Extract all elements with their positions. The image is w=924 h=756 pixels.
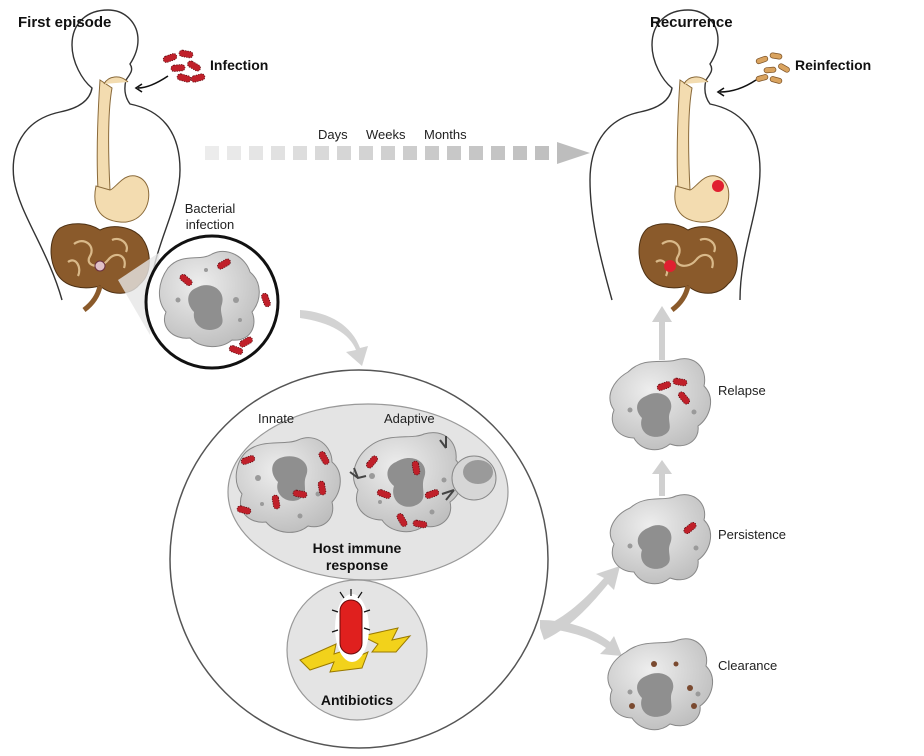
first-episode-heading: First episode	[18, 14, 111, 31]
adaptive-label: Adaptive	[384, 411, 435, 426]
adaptive-cell	[349, 432, 497, 533]
timeline-weeks: Weeks	[366, 127, 406, 142]
timeline-arrow	[205, 142, 590, 164]
persistence-to-relapse-arrow	[652, 460, 672, 496]
innate-label: Innate	[258, 411, 294, 426]
reinfection-bacteria-cluster	[755, 52, 791, 85]
timeline-months: Months	[424, 127, 467, 142]
infection-bacteria-cluster	[161, 49, 206, 84]
antibiotics-label: Antibiotics	[321, 692, 394, 708]
persistence-cell	[609, 494, 712, 585]
to-clearance-arrow	[540, 620, 622, 656]
clearance-cell	[607, 638, 714, 731]
host-immune-label-line1: Host immune	[313, 540, 402, 556]
relapse-label: Relapse	[718, 383, 766, 398]
reinfection-arrow	[719, 79, 757, 93]
relapse-to-recurrence-arrow	[652, 306, 672, 360]
recurrence-heading: Recurrence	[650, 14, 733, 31]
antibiotic-bacterium	[299, 589, 412, 673]
bacterial-infection-label-line2: infection	[186, 217, 234, 232]
to-persistence-arrow	[540, 566, 620, 640]
bacterial-infection-label-line1: Bacterial	[185, 201, 236, 216]
timeline-days: Days	[318, 127, 348, 142]
persistence-label: Persistence	[718, 527, 786, 542]
infection-label: Infection	[210, 57, 268, 73]
reinfection-label: Reinfection	[795, 57, 871, 73]
infection-arrow	[137, 75, 169, 89]
innate-cell	[235, 437, 341, 533]
recurrence-body	[589, 9, 761, 312]
relapse-cell	[609, 358, 712, 451]
to-response-arrow	[300, 310, 368, 366]
clearance-label: Clearance	[718, 658, 777, 673]
host-immune-label-line2: response	[326, 557, 388, 573]
bacterial-infection-circle	[144, 234, 280, 370]
